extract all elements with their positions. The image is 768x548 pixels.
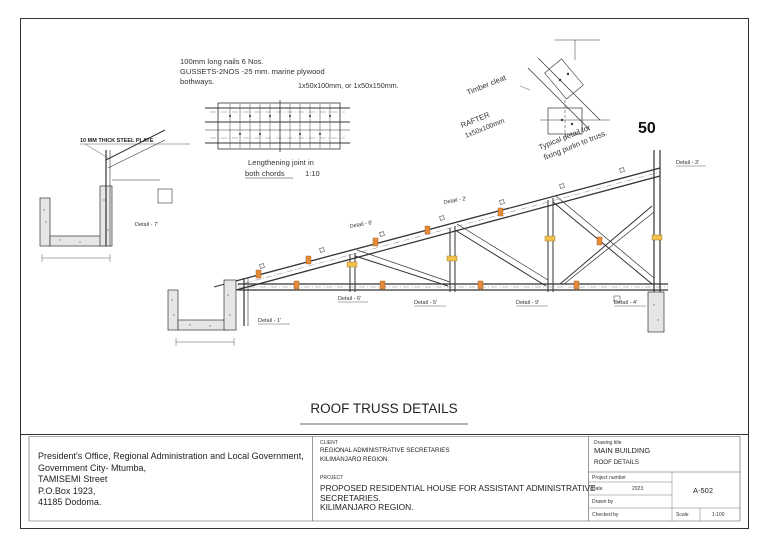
lengthening-scale: 1:10 [305,169,320,178]
detail-2-label: Detail - 2' [443,196,467,206]
office-line-4: P.O.Box 1923, [38,485,96,496]
detail-7-label: Detail - 7' [135,222,158,228]
note-bothways: bothways. [180,77,214,86]
client-line-2: KILIMANJARO REGION. [320,455,390,463]
wall-detail-main [167,279,665,346]
office-address: President's Office, Regional Administrat… [38,451,304,509]
date-label: Date [592,486,603,492]
detail-1-label: Detail - 1' [258,318,281,324]
drawing-subtitle: ROOF DETAILS [594,459,639,466]
client-label: CLIENT [320,440,338,446]
project-line-3: KILIMANJARO REGION. [320,502,414,512]
project-number-label: Project number [592,475,626,481]
drawing-title: MAIN BUILDING [594,446,651,455]
office-line-3: TAMISEMI Street [38,474,108,484]
lengthening-joint-detail [205,100,350,152]
scale-mark: 50 [638,120,656,137]
detail-5-label: Detail - 5' [414,300,437,306]
project-block: PROPOSED RESIDENTIAL HOUSE FOR ASSISTANT… [320,483,596,513]
purlin-fixing-detail [519,39,610,142]
office-line-5: 41185 Dodoma. [38,497,102,507]
timber-cleat-label: Timber cleat [465,73,508,97]
wall-detail-7 [39,129,173,262]
truss-gussets [255,207,603,290]
project-line-1: PROPOSED RESIDENTIAL HOUSE FOR ASSISTANT… [320,483,596,493]
roof-truss [213,150,668,326]
note-nails: 100mm long nails 6 Nos. [180,57,264,66]
sheet-number: A-502 [693,486,714,495]
detail-3-label: Detail - 3' [676,160,699,166]
office-line-1: President's Office, Regional Administrat… [38,451,304,461]
note-sizes: 1x50x100mm, or 1x50x150mm. [298,81,399,90]
lengthening-label-2: both chords [245,169,285,178]
client-block: REGIONAL ADMINISTRATIVE SECRETARIES KILI… [320,447,450,464]
drawing-main-title: ROOF TRUSS DETAILS [310,401,457,416]
detail-9-label: Detail - 9' [516,300,539,306]
detail-4-label: Detail - 4' [614,300,637,306]
scale-label: Scale [676,512,689,518]
drawn-by-label: Drawn by [592,499,614,505]
detail-8-label: Detail - 8' [349,220,373,230]
checked-by-label: Checked by [592,512,619,518]
lengthening-label-1: Lengthening joint in [248,158,314,167]
drawing-title-label: Drawing title [594,440,622,446]
project-line-2: SECRETARIES. [320,492,381,503]
date-value: 2023 [632,486,644,492]
project-label: PROJECT [320,475,344,481]
note-gussets: GUSSETS-2NOS -25 mm. marine plywood [180,67,325,76]
sheet-border [20,18,749,529]
scale-value: 1:100 [712,512,725,518]
office-line-2: Government City- Mtumba, [38,462,147,473]
detail-6-label: Detail - 6' [338,296,361,302]
steel-plate-label: 10 MM THICK STEEL PLATE [80,138,154,144]
client-line-1: REGIONAL ADMINISTRATIVE SECRETARIES [320,447,450,454]
